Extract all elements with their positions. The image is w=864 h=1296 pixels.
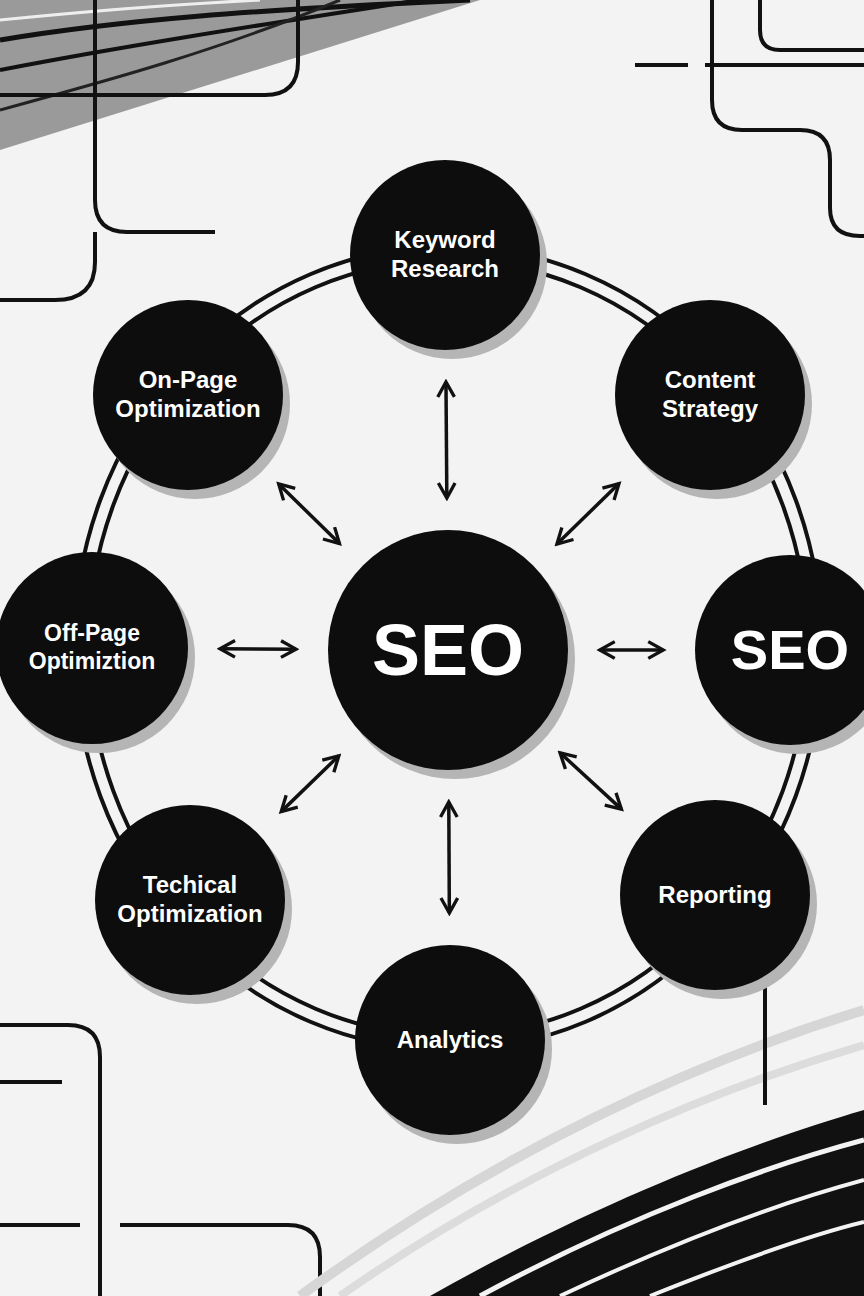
topic-label: Content Strategy [629, 366, 792, 424]
topic-label: Techical Optimization [109, 871, 272, 929]
swoosh [560, 1180, 864, 1296]
frame-line [120, 1225, 320, 1296]
topic-circle: SEO [695, 555, 864, 745]
circle-fill [328, 530, 568, 770]
bottom-left-lines [0, 1025, 320, 1296]
black-band [430, 1110, 864, 1296]
frame-line [705, 63, 864, 67]
topic-label: Keyword Research [364, 226, 527, 284]
swoosh [480, 1140, 864, 1296]
drop-line [763, 985, 767, 1105]
frame-line [635, 63, 688, 67]
topic-label: On-Page Optimization [107, 366, 270, 424]
double-arrow [447, 802, 451, 913]
topic-circle: Reporting [620, 800, 810, 990]
swoosh [0, 0, 340, 110]
topic-circle: Analytics [355, 945, 545, 1135]
circle-fill [355, 945, 545, 1135]
circle-fill [0, 552, 188, 744]
frame-line [0, 1080, 62, 1084]
circle-fill [93, 300, 283, 490]
frame-line [0, 0, 298, 95]
hub-circle: SEO [328, 530, 568, 770]
topic-label: Analytics [397, 1026, 504, 1055]
topic-circle: Off-Page Optimiztion [0, 552, 188, 744]
topic-label: Off-Page Optimiztion [10, 620, 175, 675]
swoosh [0, 0, 260, 20]
grey-band [0, 0, 480, 150]
frame-line [95, 0, 215, 232]
topic-label: SEO [731, 616, 849, 683]
topic-circle: Content Strategy [615, 300, 805, 490]
frame-line [712, 0, 864, 236]
swoosh [0, 0, 420, 70]
double-arrow [281, 756, 339, 812]
double-arrow [600, 648, 664, 652]
frame-line [760, 0, 864, 50]
double-arrow [557, 484, 619, 544]
topic-circle: Techical Optimization [95, 805, 285, 995]
frame-line [0, 1025, 100, 1296]
swoosh [0, 0, 470, 40]
swoosh [650, 1222, 864, 1296]
circle-fill [615, 300, 805, 490]
hub-label: SEO [372, 607, 524, 693]
double-arrow [279, 484, 340, 544]
double-arrow [444, 382, 448, 498]
circle-fill [620, 800, 810, 990]
circle-fill [695, 555, 864, 745]
circle-fill [350, 160, 540, 350]
topic-circle: On-Page Optimization [93, 300, 283, 490]
frame-line [0, 1223, 80, 1227]
topic-label: Reporting [658, 881, 771, 910]
top-right-lines [635, 0, 864, 236]
topic-circle: Keyword Research [350, 160, 540, 350]
circle-fill [95, 805, 285, 995]
double-arrow [220, 647, 296, 651]
double-arrow [560, 753, 621, 809]
frame-line [0, 232, 95, 300]
